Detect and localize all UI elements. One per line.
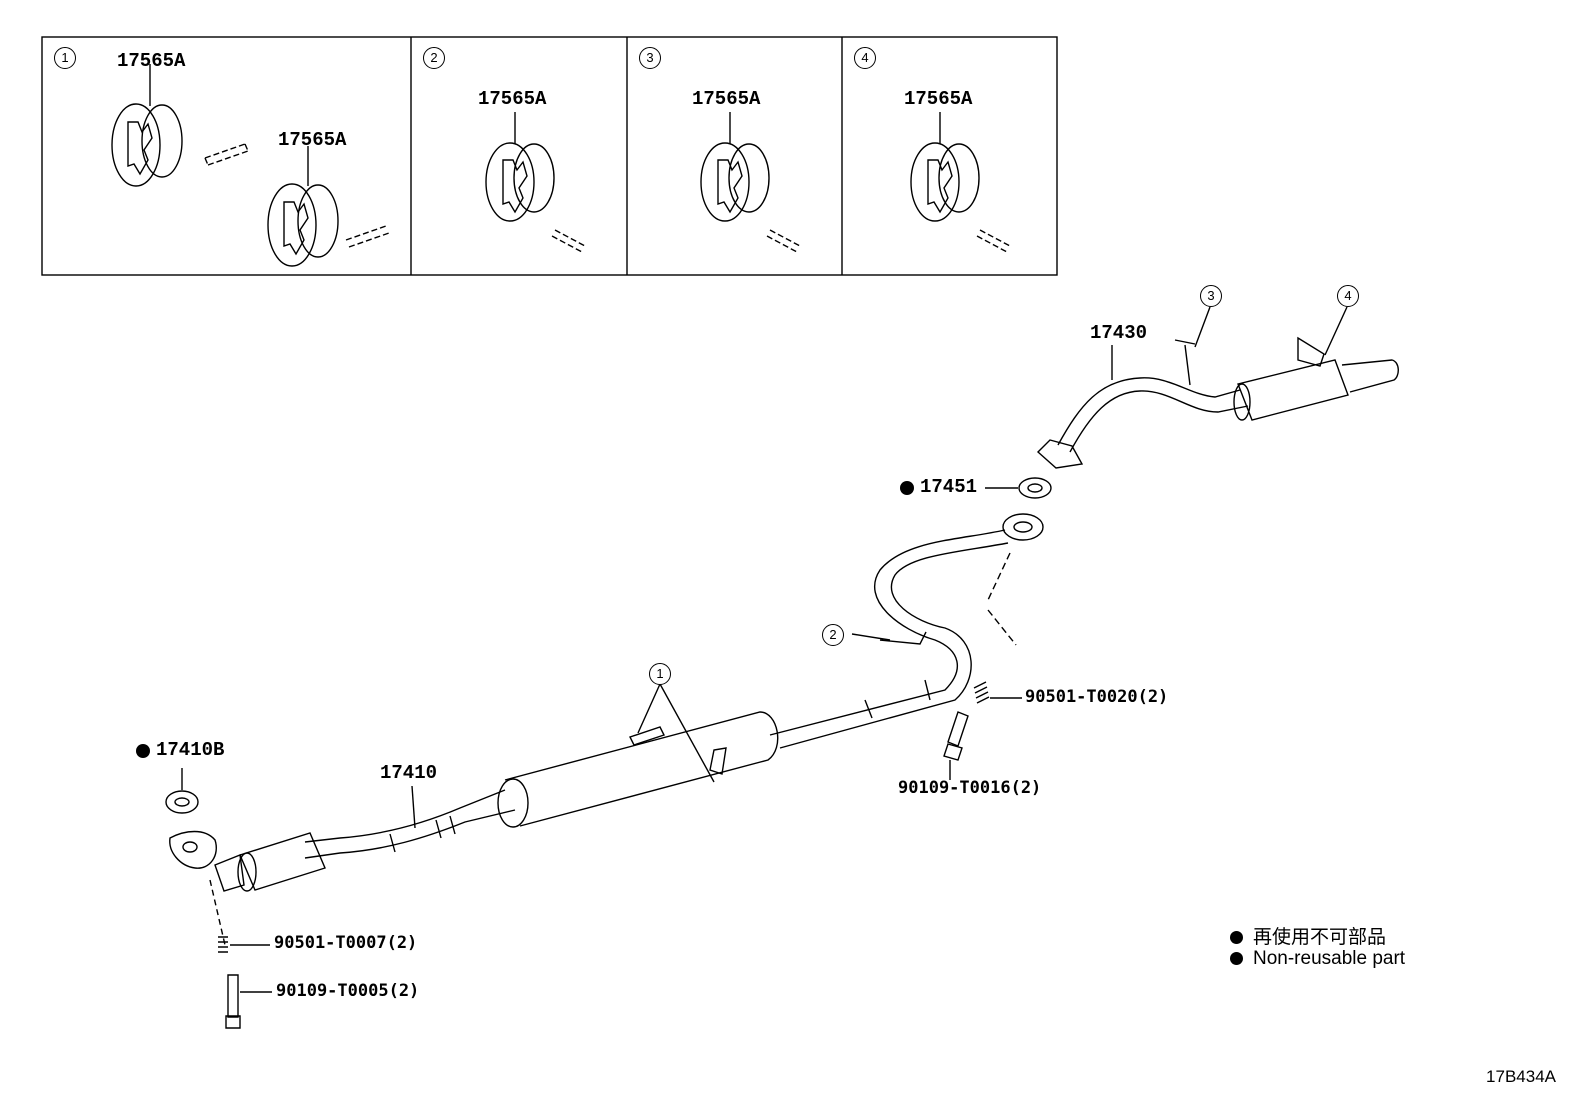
spring-upper — [973, 681, 1022, 704]
center-pipe — [769, 513, 1044, 749]
non-reusable-mark-17451 — [900, 481, 914, 495]
legend-ja-text: 再使用不可部品 — [1253, 927, 1387, 948]
callout-1: 1 — [649, 663, 671, 685]
legend-en: Non-reusable part — [1230, 948, 1405, 970]
inset-frame — [41, 36, 1058, 276]
part-17410-label: 17410 — [380, 762, 438, 784]
legend-dot-icon — [1230, 931, 1243, 944]
bolt-lower — [225, 974, 272, 1029]
gasket-17451 — [1018, 477, 1052, 499]
inset2-label: 17565A — [478, 88, 547, 110]
inset-number-4: 4 — [854, 47, 876, 69]
muffler-17410 — [304, 711, 779, 859]
inset-number-1: 1 — [54, 47, 76, 69]
callout-3: 3 — [1200, 285, 1222, 307]
callout-2: 2 — [822, 624, 844, 646]
part-17451-label: 17451 — [920, 476, 978, 498]
legend-en-text: Non-reusable part — [1253, 948, 1406, 969]
catalytic-converter — [169, 830, 326, 946]
hanger-inset3 — [700, 112, 801, 253]
callout-4: 4 — [1337, 285, 1359, 307]
hanger-inset2 — [485, 112, 586, 253]
part-90501-T0007-label: 90501-T0007(2) — [274, 933, 418, 953]
spring-lower — [218, 936, 270, 953]
bolt-upper — [943, 711, 969, 780]
part-17430-label: 17430 — [1090, 322, 1148, 344]
part-17410B-label: 17410B — [156, 739, 225, 761]
inset1-label-b: 17565A — [278, 129, 347, 151]
legend-ja: 再使用不可部品 — [1230, 922, 1386, 949]
legend-dot-icon — [1230, 952, 1243, 965]
part-90109-T0016-label: 90109-T0016(2) — [898, 778, 1042, 798]
inset4-label: 17565A — [904, 88, 973, 110]
inset1-label-a: 17565A — [117, 50, 186, 72]
tail-pipe-17430 — [1036, 336, 1399, 469]
inset3-label: 17565A — [692, 88, 761, 110]
part-90501-T0020-label: 90501-T0020(2) — [1025, 687, 1169, 707]
hanger-inset1-b — [267, 146, 390, 267]
gasket-17410B — [165, 790, 199, 814]
non-reusable-mark-17410B — [136, 744, 150, 758]
inset-number-2: 2 — [423, 47, 445, 69]
part-90109-T0005-label: 90109-T0005(2) — [276, 981, 420, 1001]
drawing-reference-code: 17B434A — [1486, 1067, 1556, 1086]
hanger-inset4 — [910, 112, 1011, 253]
inset-number-3: 3 — [639, 47, 661, 69]
hanger-inset1-a — [111, 64, 249, 187]
